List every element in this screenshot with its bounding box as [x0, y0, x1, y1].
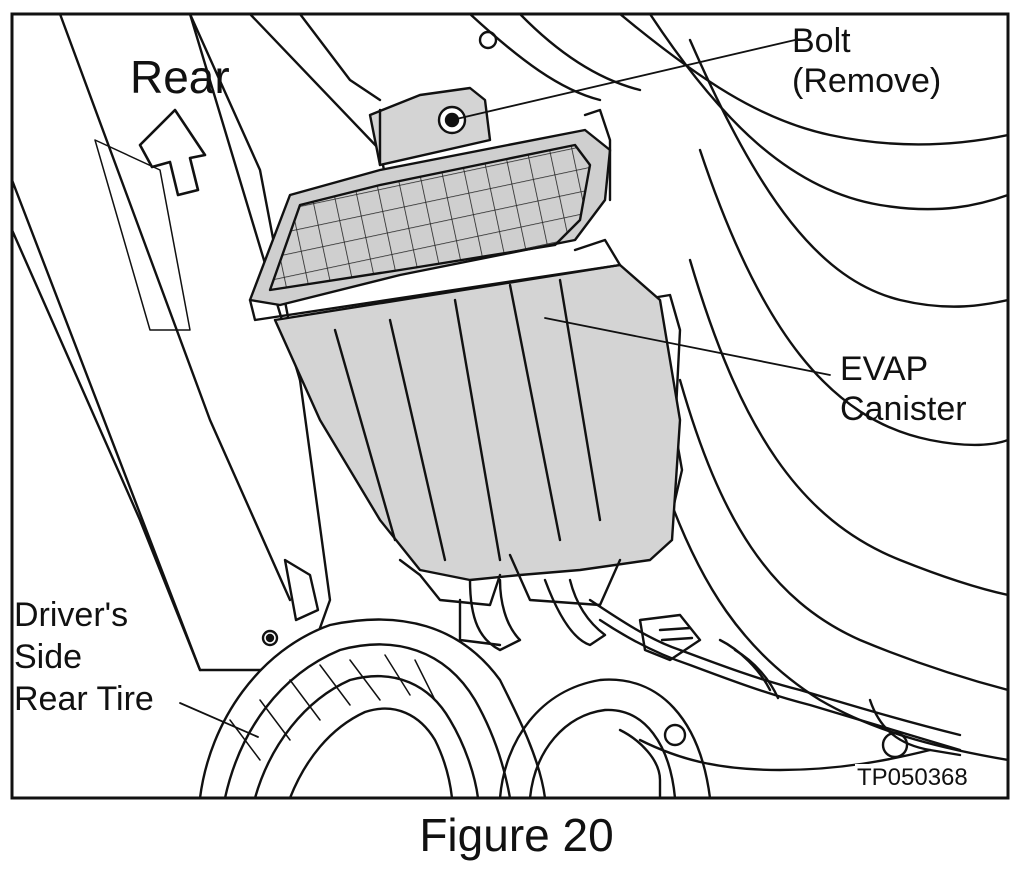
figure-code: TP050368	[855, 764, 970, 792]
rear-arrow-icon	[138, 108, 207, 197]
figure-caption: Figure 20	[419, 809, 614, 861]
rear-tire	[198, 618, 712, 798]
bolt-label-line2: (Remove)	[792, 62, 942, 100]
bolt-label-line1: Bolt	[792, 22, 851, 60]
leader-lines	[179, 39, 831, 738]
figure-frame	[10, 12, 1010, 800]
tire-label-line2: Side	[14, 638, 83, 676]
tire-label-line3: Rear Tire	[14, 680, 154, 718]
tire-label-line1: Driver's	[14, 596, 129, 634]
rear-label: Rear	[130, 51, 230, 103]
rear-bracket-panel	[12, 14, 402, 672]
evap-label-line2: Canister	[840, 390, 967, 428]
evap-canister	[248, 86, 682, 647]
hoses	[468, 578, 962, 798]
body-panel-curves	[468, 14, 1008, 762]
evap-label-line1: EVAP	[840, 350, 929, 388]
